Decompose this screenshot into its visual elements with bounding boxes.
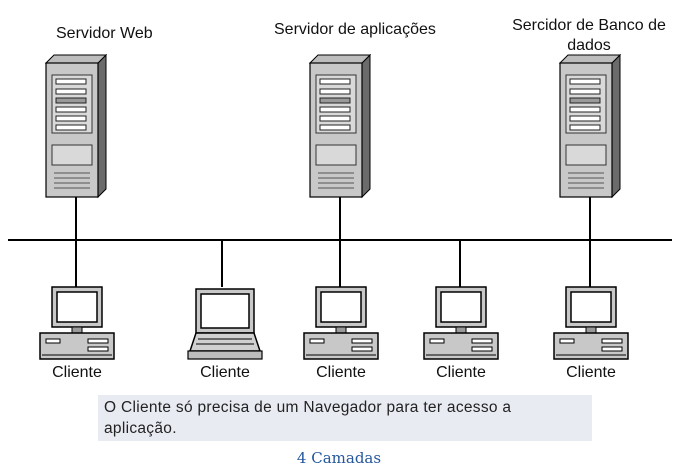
client-label: Cliente [566, 364, 616, 381]
server-tower-icon [45, 54, 107, 198]
laptop-computer-icon [187, 288, 263, 360]
server-label-application: Servidor de aplicações [274, 21, 436, 38]
browser-note: O Cliente só precisa de um Navegador par… [98, 395, 592, 441]
desktop-computer-icon [553, 286, 629, 360]
client-label: Cliente [436, 364, 486, 381]
server-label-database: Sercidor de Banco de dados [512, 17, 666, 54]
server-tower-icon [559, 54, 621, 198]
desktop-computer-icon [423, 286, 499, 360]
diagram-caption: 4 Camadas [296, 449, 382, 467]
desktop-computer-icon [303, 286, 379, 360]
server-tower-icon [309, 54, 371, 198]
client-label: Cliente [316, 364, 366, 381]
client-label: Cliente [200, 364, 250, 381]
server-label-web: Servidor Web [56, 25, 153, 42]
client-label: Cliente [52, 364, 102, 381]
desktop-computer-icon [39, 286, 115, 360]
